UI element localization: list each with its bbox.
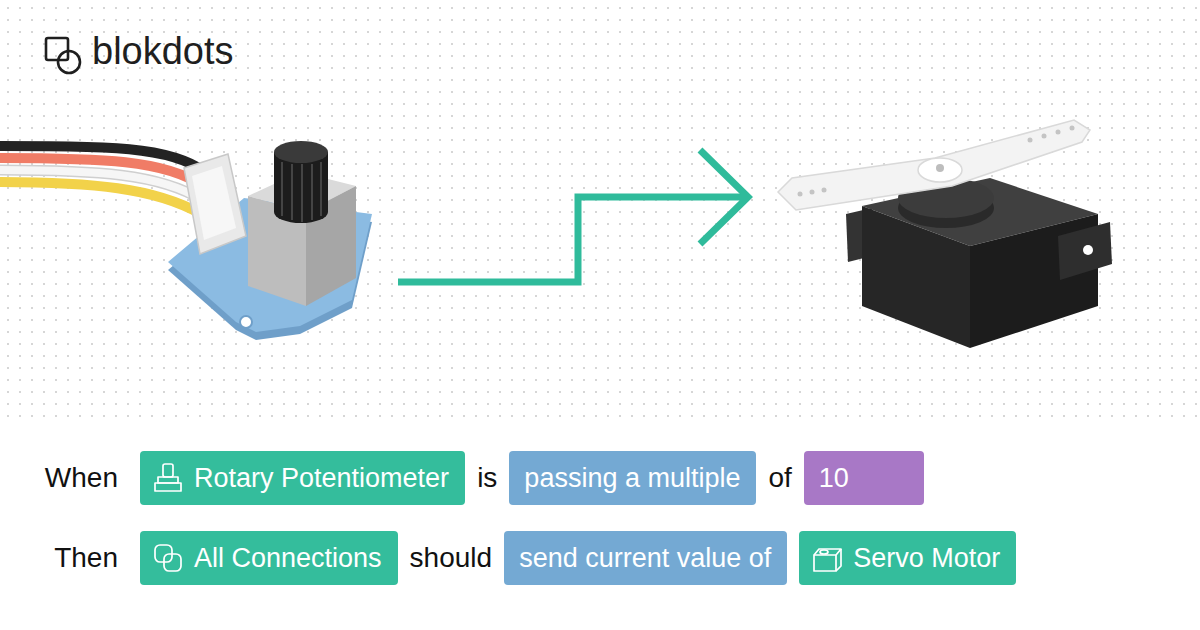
horn-hole bbox=[822, 188, 827, 193]
condition-pill: send current value of bbox=[504, 531, 787, 585]
pill-text: All Connections bbox=[194, 543, 382, 573]
icon-stroke bbox=[164, 554, 181, 571]
ridge bbox=[281, 162, 283, 216]
ridge bbox=[311, 164, 313, 220]
flow-arrow bbox=[398, 150, 748, 282]
mount-hole bbox=[240, 316, 252, 328]
horn-hole bbox=[810, 190, 815, 195]
condition-pill: Servo Motor bbox=[799, 531, 1016, 585]
condition-pill: All Connections bbox=[140, 531, 398, 585]
icon-stroke bbox=[814, 549, 841, 555]
horn-hub bbox=[918, 158, 962, 182]
ridge bbox=[301, 164, 303, 222]
horn-hole bbox=[1028, 138, 1033, 143]
condition-pill: Rotary Potentiometer bbox=[140, 451, 465, 505]
servo-motor bbox=[778, 120, 1112, 348]
horn-holes bbox=[798, 126, 1075, 197]
icon-stroke bbox=[163, 464, 173, 477]
rule-keyword: should bbox=[410, 542, 493, 574]
connector-face bbox=[192, 166, 236, 240]
knob-ridges bbox=[282, 162, 321, 222]
pill-text: passing a multiple bbox=[524, 463, 740, 493]
servo-horn bbox=[778, 120, 1090, 210]
logo-square bbox=[46, 38, 68, 60]
icon-stroke bbox=[158, 477, 178, 483]
icon-stroke bbox=[820, 550, 828, 554]
logo-mark bbox=[46, 38, 80, 73]
rule-keyword: of bbox=[768, 462, 791, 494]
ridge bbox=[291, 164, 293, 220]
logo-circle bbox=[58, 51, 80, 73]
grove-connector bbox=[184, 154, 246, 254]
horn-hole bbox=[798, 192, 803, 197]
condition-pill: passing a multiple bbox=[509, 451, 756, 505]
rule-keyword: When bbox=[45, 462, 118, 494]
wire-bundle bbox=[0, 146, 205, 214]
knob-top bbox=[274, 141, 328, 163]
arrow-line bbox=[398, 197, 746, 282]
horn-hole bbox=[1056, 130, 1061, 135]
wire-yellow bbox=[0, 182, 201, 214]
rule-keyword: Then bbox=[54, 542, 118, 574]
pill-icon bbox=[811, 542, 843, 574]
servo-tab-right bbox=[1058, 222, 1112, 280]
horn-screw bbox=[936, 164, 944, 172]
arrow-head bbox=[700, 150, 748, 244]
pill-icon bbox=[152, 462, 184, 494]
logo-wordmark: blokdots bbox=[92, 30, 234, 73]
pill-text: Rotary Potentiometer bbox=[194, 463, 449, 493]
icon-stroke bbox=[814, 555, 836, 571]
ridge bbox=[320, 162, 322, 216]
horn-hole bbox=[1070, 126, 1075, 131]
pill-text: send current value of bbox=[519, 543, 771, 573]
icon-stroke bbox=[155, 483, 181, 491]
connector-housing bbox=[184, 154, 246, 254]
icon-stroke bbox=[836, 549, 841, 571]
pill-text: Servo Motor bbox=[853, 543, 1000, 573]
potentiometer-body bbox=[248, 141, 356, 306]
servo-tab-hole bbox=[1083, 245, 1093, 255]
pill-icon bbox=[152, 542, 184, 574]
condition-pill: 10 bbox=[804, 451, 924, 505]
horn-hole bbox=[1042, 134, 1047, 139]
pill-text: 10 bbox=[819, 463, 849, 493]
rule-keyword: is bbox=[477, 462, 497, 494]
